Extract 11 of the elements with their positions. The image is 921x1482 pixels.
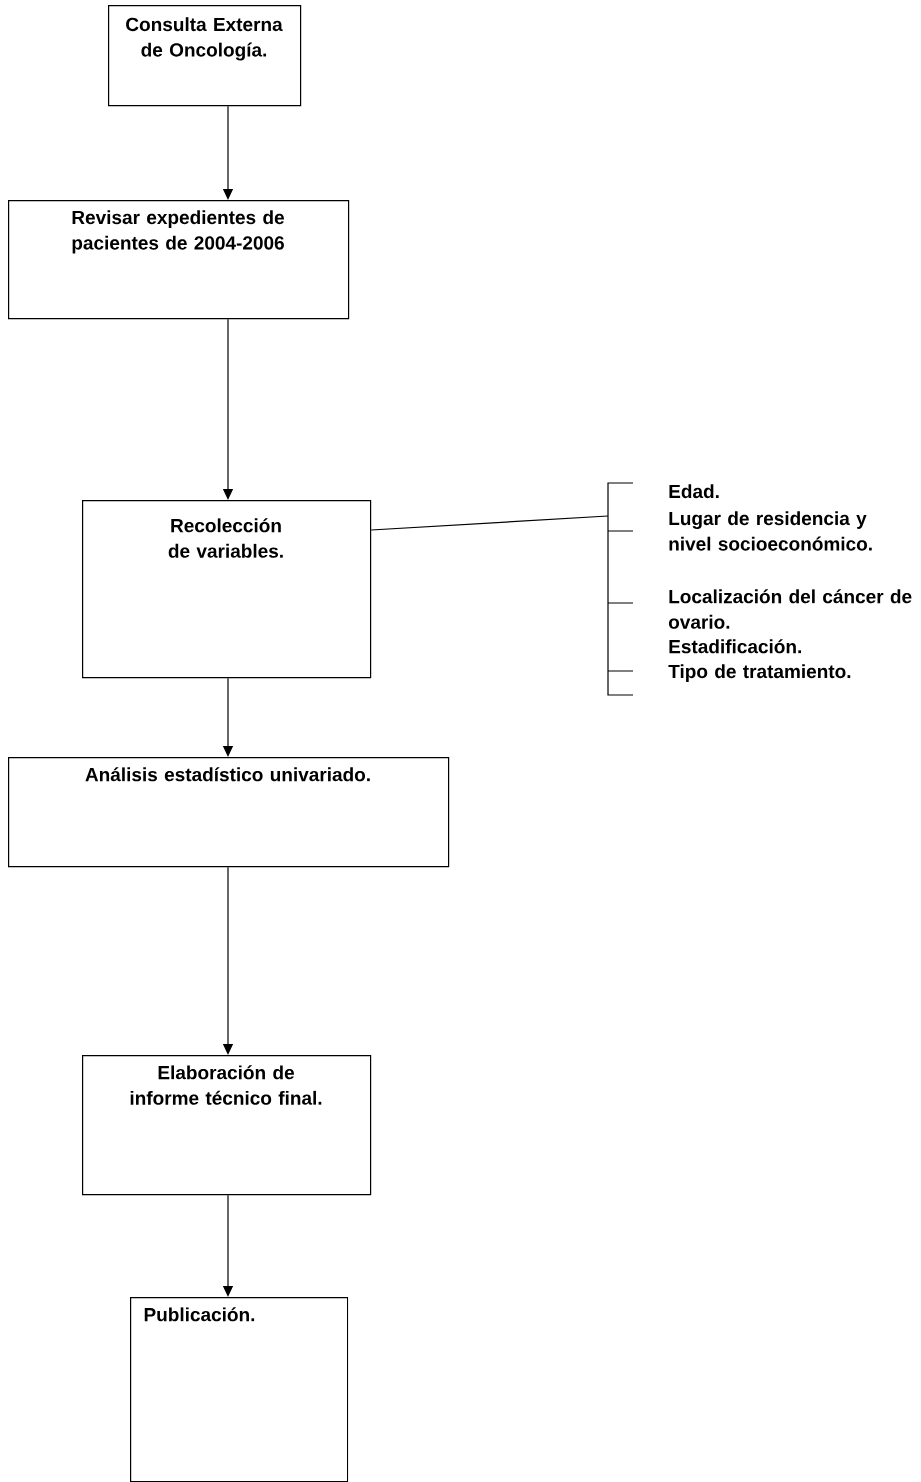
process-box: Elaboración de informe técnico final. <box>82 1055 372 1196</box>
process-box: Publicación. <box>130 1297 349 1482</box>
list-item: Edad. <box>669 484 719 499</box>
list-item: Localización del cáncer de ovario. <box>668 589 912 629</box>
process-box: Revisar expedientes de pacientes de 2004-2006 <box>8 200 350 320</box>
list-item: Tipo de tratamiento. <box>668 664 851 682</box>
process-box: Consulta Externa de Oncología. <box>108 5 302 107</box>
list-item: Lugar de residencia y nivel socioeconómico. <box>669 511 872 551</box>
list-item: Estadificación. <box>669 639 801 654</box>
process-box: Análisis estadístico univariado. <box>8 757 450 868</box>
process-box: Recolección de variables. <box>82 500 372 679</box>
